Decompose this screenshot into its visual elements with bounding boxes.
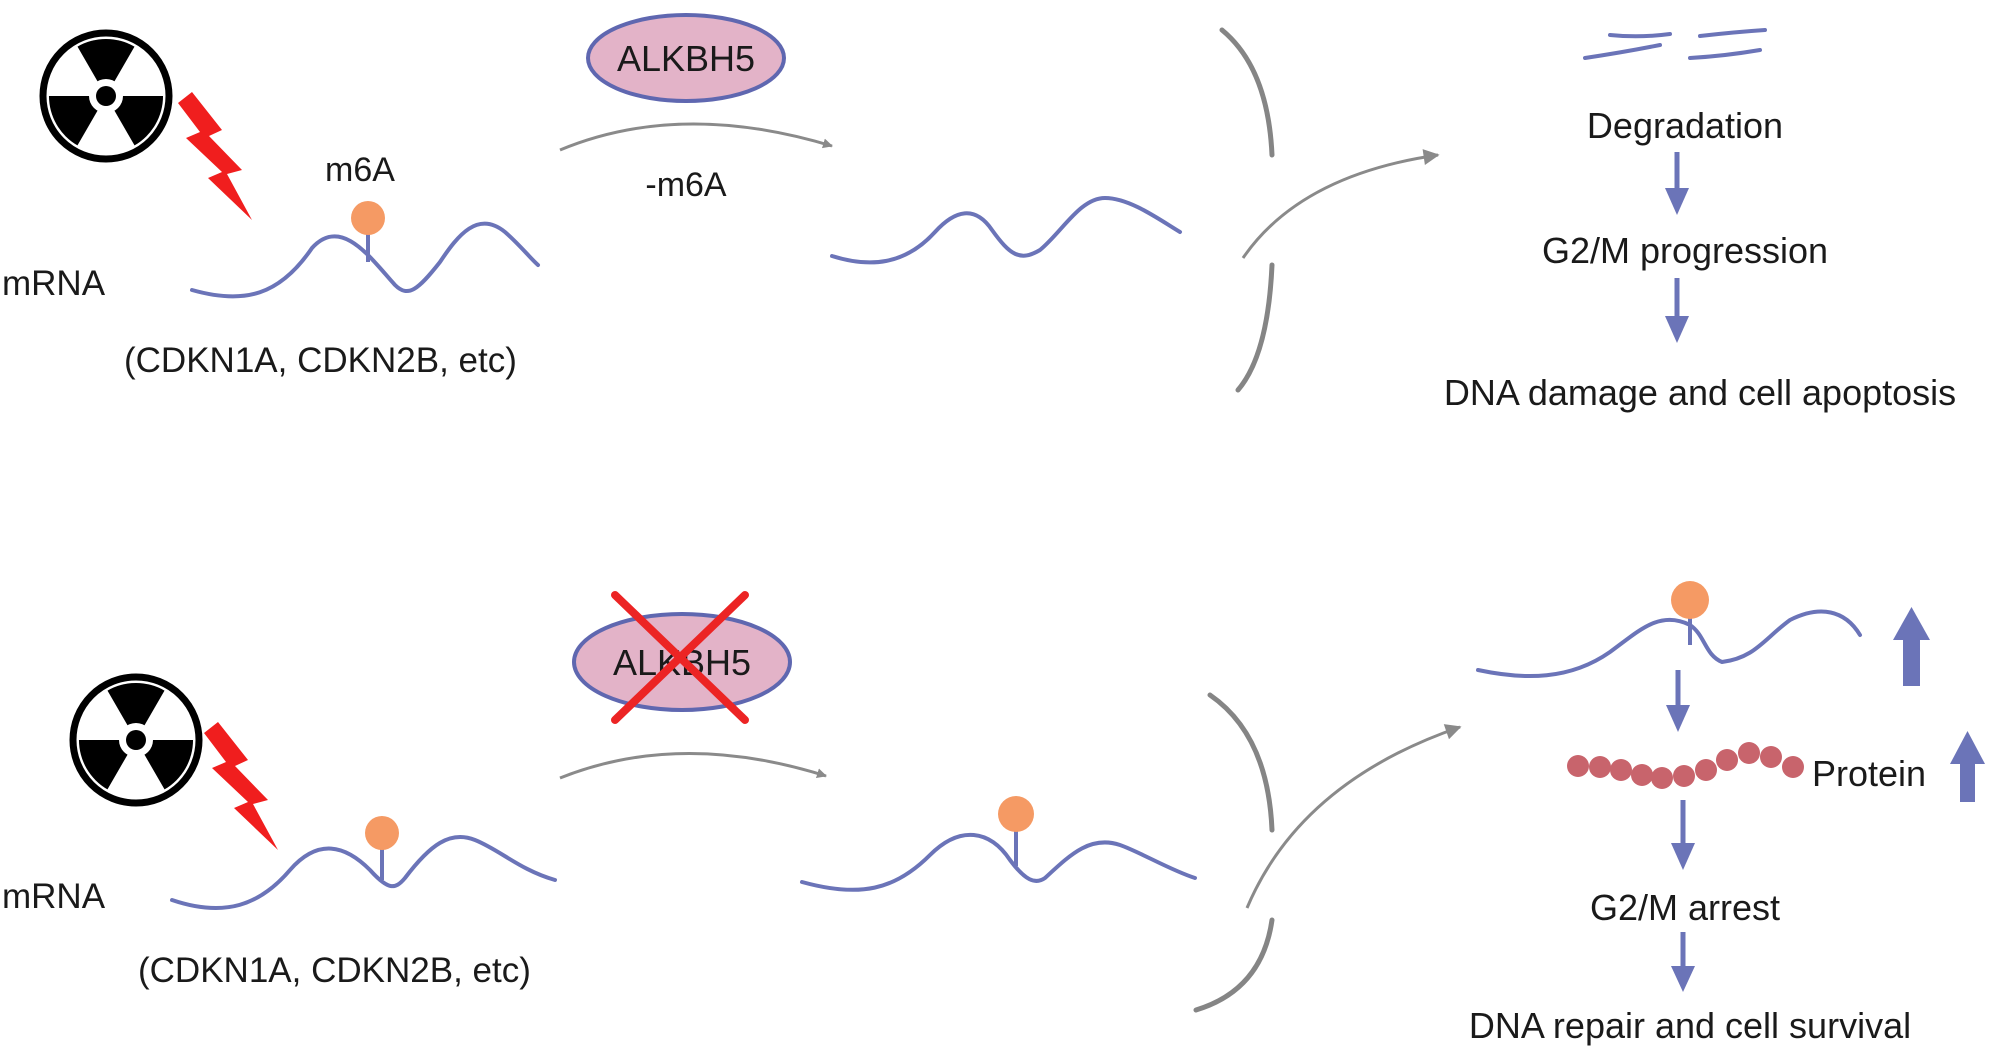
methylated-mrna bbox=[800, 832, 1197, 892]
outcome-dna-damage-apoptosis: DNA damage and cell apoptosis bbox=[1444, 372, 1956, 413]
outcome-g2m-progression: G2/M progression bbox=[1542, 230, 1828, 271]
down-arrow-icon bbox=[1671, 800, 1695, 870]
top-pathway: m6A mRNA (CDKN1A, CDKN2B, etc) ALKBH5 -m… bbox=[2, 13, 1956, 413]
stabilized-mrna bbox=[1476, 609, 1862, 678]
cross-icon bbox=[611, 591, 749, 724]
bracket bbox=[1219, 27, 1275, 393]
mrna-label: mRNA bbox=[2, 877, 106, 916]
lightning-icon bbox=[178, 92, 252, 220]
down-arrow-icon bbox=[1665, 278, 1689, 343]
lightning-icon bbox=[204, 722, 278, 850]
bottom-pathway: mRNA (CDKN1A, CDKN2B, etc) ALKBH5 bbox=[2, 581, 1985, 1046]
demethylation-arrow bbox=[559, 122, 833, 152]
degraded-mrna-fragments bbox=[1583, 28, 1767, 60]
m6a-marker bbox=[998, 796, 1034, 832]
genes-label: (CDKN1A, CDKN2B, etc) bbox=[124, 341, 517, 380]
radiation-icon bbox=[39, 29, 173, 163]
outcome-arrow bbox=[1245, 724, 1462, 909]
mrna-strand bbox=[190, 221, 540, 299]
alkbh5-label: ALKBH5 bbox=[617, 38, 755, 79]
outcome-g2m-arrest: G2/M arrest bbox=[1590, 887, 1780, 928]
alkbh5-enzyme bbox=[586, 13, 786, 103]
protein-label: Protein bbox=[1812, 753, 1926, 794]
mrna-label: mRNA bbox=[2, 264, 106, 303]
m6a-marker bbox=[351, 201, 385, 235]
down-arrow-icon bbox=[1665, 152, 1689, 215]
m6a-marker bbox=[365, 816, 399, 850]
protein-chain bbox=[1567, 742, 1804, 789]
outcome-arrow bbox=[1241, 149, 1440, 259]
radiation-icon bbox=[69, 673, 203, 807]
m6a-marker bbox=[1671, 581, 1709, 619]
down-arrow-icon bbox=[1671, 932, 1695, 992]
demethylation-label: -m6A bbox=[645, 166, 727, 204]
outcome-dna-repair-survival: DNA repair and cell survival bbox=[1469, 1005, 1911, 1046]
demethylated-mrna bbox=[830, 195, 1182, 265]
outcome-degradation: Degradation bbox=[1587, 105, 1783, 146]
bracket bbox=[1193, 692, 1275, 1013]
mrna-strand bbox=[170, 834, 557, 910]
up-arrow-icon bbox=[1950, 731, 1985, 802]
up-arrow-icon bbox=[1893, 607, 1930, 686]
m6a-label: m6A bbox=[325, 151, 395, 189]
genes-label: (CDKN1A, CDKN2B, etc) bbox=[138, 951, 531, 990]
down-arrow-icon bbox=[1666, 670, 1690, 732]
no-demethylation-arrow bbox=[559, 752, 827, 780]
